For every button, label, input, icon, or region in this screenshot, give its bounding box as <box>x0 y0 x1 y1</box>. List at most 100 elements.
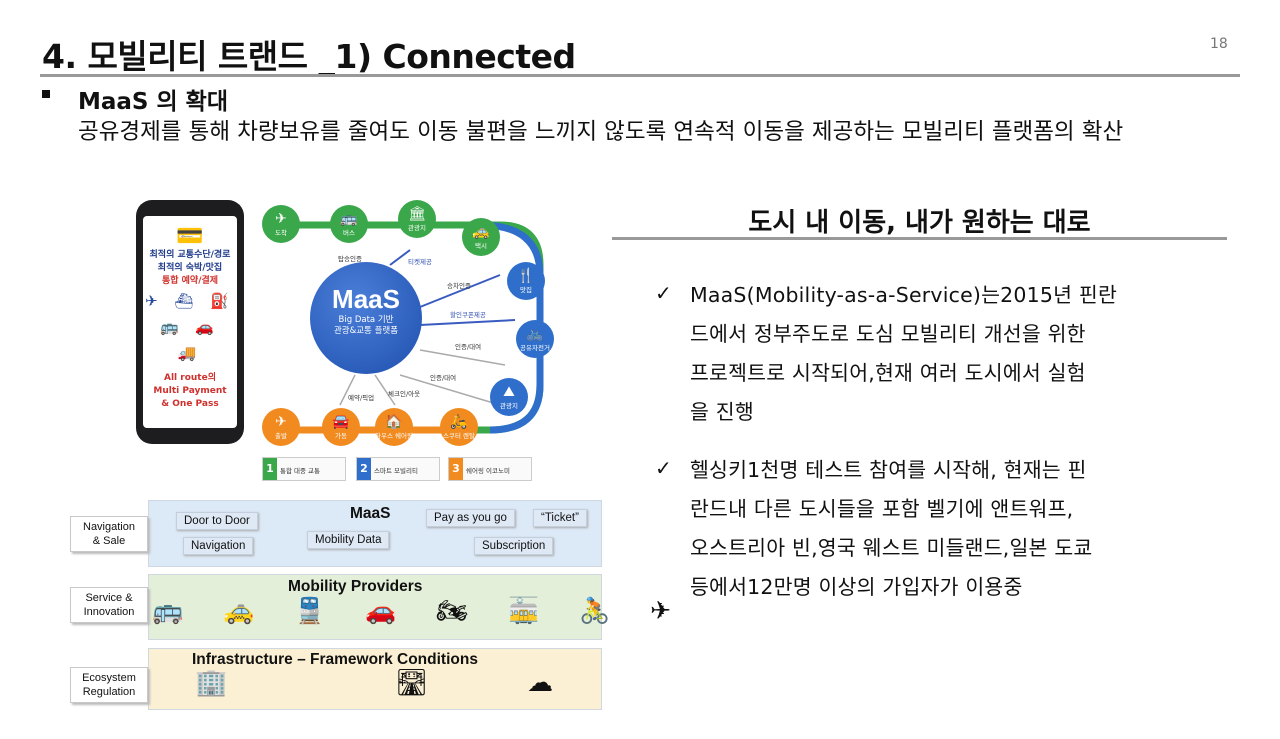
route-node-label: 하우스 쉐어링 <box>375 432 413 440</box>
route-node: ✈ 도착 <box>262 205 300 243</box>
cloud-download-icon: ☁ <box>527 668 553 698</box>
maas-tag: “Ticket” <box>533 509 587 527</box>
route-node: ⛰ 관광지 <box>490 378 528 416</box>
phone-screen: 💳 최적의 교통수단/경로 최적의 숙박/맛집 통합 예약/결제 ✈ ⛴ ⛽ 🚌… <box>143 216 237 428</box>
title-divider <box>40 74 1240 77</box>
route-node: 🛵 스쿠터 렌탈 <box>440 408 478 446</box>
checkmark-icon: ✓ <box>655 281 672 305</box>
scooter-icon: 🛵 <box>450 414 468 430</box>
infra-layer-title: Infrastructure – Framework Conditions <box>192 651 478 668</box>
phone-line: 최적의 교통수단/경로 <box>149 250 231 260</box>
point-line: 을 진행 <box>690 400 754 424</box>
maas-hub-sub: Big Data 기반 <box>338 315 394 325</box>
point-line: 프로젝트로 시작되어,현재 여러 도시에서 실험 <box>690 361 1086 385</box>
maas-tag: Navigation <box>183 537 254 555</box>
layer-mobility-providers <box>148 574 602 640</box>
heading-divider <box>612 237 1227 240</box>
plane-icon: ✈ <box>275 211 287 227</box>
legend-number: 2 <box>357 458 371 480</box>
connector-label: 체크인/아웃 <box>388 390 421 398</box>
route-node: 🏛 관광지 <box>398 200 436 238</box>
phone-tagline: Multi Payment <box>153 386 227 396</box>
side-label-line: Navigation <box>83 521 135 533</box>
card-icon: 💳 <box>176 224 204 249</box>
side-label-line: Ecosystem <box>82 672 136 684</box>
route-node-label: 버스 <box>343 229 355 237</box>
route-node: 🍴 맛집 <box>507 262 545 300</box>
square-bullet-icon <box>42 90 50 98</box>
route-node: ✈ 출발 <box>262 408 300 446</box>
point-paragraph: 헬싱키1천명 테스트 참여를 시작해, 현재는 핀 란드내 다른 도시들을 포함… <box>690 451 1220 607</box>
legend-text: 스마트 모빌리티 <box>374 467 418 475</box>
plane-icon: ✈ <box>275 414 287 430</box>
mountain-icon: ⛰ <box>503 384 515 400</box>
connector-label: 탑승인증 <box>338 255 362 263</box>
providers-layer-title: Mobility Providers <box>288 578 423 595</box>
maas-tag: Pay as you go <box>426 509 515 527</box>
right-heading: 도시 내 이동, 내가 원하는 대로 <box>748 208 1091 238</box>
transport-icons-row: ✈ ⛴ ⛽ <box>145 292 235 310</box>
point-line: 오스트리아 빈,영국 웨스트 미들랜드,일본 도쿄 <box>690 536 1093 560</box>
connector-label: 예약/픽업 <box>348 394 375 402</box>
route-node-label: 관광지 <box>500 402 518 410</box>
side-label-line: & Sale <box>92 535 126 547</box>
vehicle-icons: 🚌 🚕 🚆 🚗 🏍 🚋 🚴 ✈ <box>152 596 688 625</box>
landmark-icon: 🏛 <box>408 206 426 222</box>
bicycle-icon: 🚲 <box>526 326 544 342</box>
legend-number: 3 <box>449 458 463 480</box>
house-icon: 🏠 <box>385 414 403 430</box>
phone-tagline: All route의 <box>164 373 216 383</box>
section-subhead: MaaS 의 확대 <box>78 89 228 115</box>
road-icon: 🛣 <box>395 668 429 698</box>
point-line: 드에서 정부주도로 도심 모빌리티 개선을 위한 <box>690 322 1086 346</box>
side-label-line: Innovation <box>83 606 135 618</box>
route-node-label: 가동 <box>335 432 347 440</box>
maas-tag: Subscription <box>474 537 554 555</box>
side-label-ecosystem: Ecosystem Regulation <box>70 667 148 703</box>
route-node: 🚲공유자전거 <box>516 320 554 358</box>
side-label-navigation: Navigation & Sale <box>70 516 148 552</box>
connector-label: 티켓제공 <box>408 258 432 266</box>
maas-route-ring <box>280 221 544 434</box>
connector-label: 할인쿠폰제공 <box>450 311 486 319</box>
maas-hub-title: MaaS <box>332 284 400 314</box>
side-label-service: Service & Innovation <box>70 587 148 623</box>
page-title: 4. 모빌리티 트랜드 _1) Connected <box>42 37 576 76</box>
restaurant-icon: 🍴 <box>517 268 535 284</box>
buildings-icon: 🏢 <box>195 668 228 698</box>
route-node-label: 도착 <box>275 229 287 237</box>
point-paragraph: MaaS(Mobility-as-a-Service)는2015년 핀란 드에서… <box>690 276 1220 432</box>
connector-label: 승차인증 <box>447 282 471 290</box>
legend-number: 1 <box>263 458 277 480</box>
smartphone-illustration: 💳 최적의 교통수단/경로 최적의 숙박/맛집 통합 예약/결제 ✈ ⛴ ⛽ 🚌… <box>136 200 244 444</box>
route-node-label: 택시 <box>475 242 487 250</box>
phone-line: 최적의 숙박/맛집 <box>157 263 223 273</box>
connector-label: 인증/대여 <box>455 343 482 351</box>
transport-icons-row: 🚌 🚗 🚚 <box>159 318 221 362</box>
legend-text: 쉐어링 이코노미 <box>466 467 510 475</box>
route-node-label: 스쿠터 렌탈 <box>443 432 475 440</box>
point-line: 등에서12만명 이상의 가입자가 이용중 <box>690 575 1023 599</box>
taxi-icon: 🚕 <box>472 224 490 240</box>
route-node: 🚘 가동 <box>322 408 360 446</box>
maas-hub-sub: 관광&교통 플랫폼 <box>333 326 399 336</box>
page-number: 18 <box>1210 36 1228 52</box>
legend-text: 통합 대중 교통 <box>280 467 321 475</box>
connector-label: 인증/대여 <box>430 374 457 382</box>
layer-infrastructure <box>148 648 602 710</box>
route-node-label: 맛집 <box>520 286 532 294</box>
bus-icon: 🚌 <box>340 211 358 227</box>
route-node: 🚌 버스 <box>330 205 368 243</box>
side-label-line: Service & <box>85 592 133 604</box>
maas-layer-title: MaaS <box>350 505 391 522</box>
maas-tag: Mobility Data <box>307 531 390 549</box>
maas-hub: MaaS Big Data 기반 관광&교통 플랫폼 <box>310 262 422 374</box>
route-node: 🏠 하우스 쉐어링 <box>375 408 413 446</box>
route-node-label: 관광지 <box>408 224 426 232</box>
route-node-label: 출발 <box>275 432 287 440</box>
car-icon: 🚘 <box>332 414 350 430</box>
point-line: 란드내 다른 도시들을 포함 벨기에 앤트워프, <box>690 497 1074 521</box>
